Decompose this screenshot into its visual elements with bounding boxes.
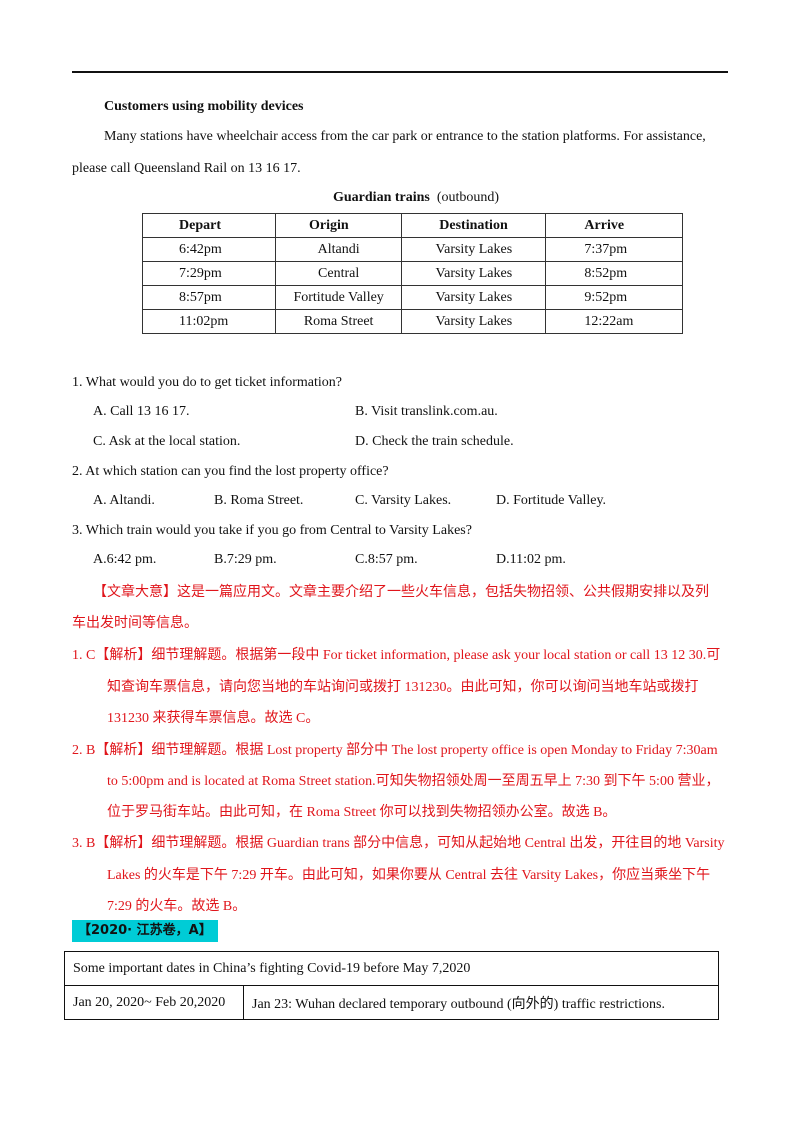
cell-arrive: 9:52pm bbox=[545, 285, 683, 310]
cell-origin: Roma Street bbox=[274, 309, 403, 334]
table-row: Some important dates in China’s fighting… bbox=[64, 951, 719, 986]
answer-1-line-2: 知查询车票信息，请向您当地的车站询问或拨打 131230。由此可知，你可以询问当… bbox=[107, 680, 699, 695]
answer-3-line-1: 3. B【解析】细节理解题。根据 Guardian trans 部分中信息，可知… bbox=[72, 836, 725, 851]
cell-arrive: 8:52pm bbox=[545, 261, 683, 286]
table-header-row: Depart Origin Destination Arrive bbox=[142, 213, 683, 238]
covid-date-range: Jan 20, 2020~ Feb 20,2020 bbox=[64, 985, 244, 1020]
question-1-option-a: A. Call 13 16 17. bbox=[93, 404, 190, 419]
covid-dates-table: Some important dates in China’s fighting… bbox=[64, 951, 719, 1020]
cell-destination: Varsity Lakes bbox=[401, 309, 547, 334]
question-2-option-d: D. Fortitude Valley. bbox=[496, 493, 607, 508]
answer-1-line-1: 1. C【解析】细节理解题。根据第一段中 For ticket informat… bbox=[72, 648, 721, 663]
question-3-option-b: B.7:29 pm. bbox=[214, 552, 277, 567]
table-row: 7:29pm Central Varsity Lakes 8:52pm bbox=[142, 261, 683, 286]
cell-arrive: 7:37pm bbox=[545, 237, 683, 262]
question-3-option-a: A.6:42 pm. bbox=[93, 552, 157, 567]
table-title-main: Guardian trains bbox=[333, 190, 430, 205]
cell-destination: Varsity Lakes bbox=[401, 261, 547, 286]
cell-depart: 6:42pm bbox=[142, 237, 276, 262]
table-row: Jan 20, 2020~ Feb 20,2020 Jan 23: Wuhan … bbox=[64, 985, 719, 1020]
question-1-option-d: D. Check the train schedule. bbox=[355, 434, 514, 449]
answer-2-line-3: 位于罗马街车站。由此可知，在 Roma Street 你可以找到失物招领办公室。… bbox=[107, 805, 617, 820]
question-3-option-c: C.8:57 pm. bbox=[355, 552, 418, 567]
answer-3-line-2: Lakes 的火车是下午 7:29 开车。由此可知，如果你要从 Central … bbox=[107, 868, 711, 883]
cell-origin: Central bbox=[274, 261, 403, 286]
question-2-option-b: B. Roma Street. bbox=[214, 493, 304, 508]
question-2-option-a: A. Altandi. bbox=[93, 493, 155, 508]
question-1-stem: 1. What would you do to get ticket infor… bbox=[72, 375, 342, 390]
cell-arrive: 12:22am bbox=[545, 309, 683, 334]
answer-3-line-3: 7:29 的火车。故选 B。 bbox=[107, 899, 247, 914]
answer-2-line-2: to 5:00pm and is located at Roma Street … bbox=[107, 774, 720, 789]
table-row: 6:42pm Altandi Varsity Lakes 7:37pm bbox=[142, 237, 683, 262]
header-destination: Destination bbox=[401, 213, 547, 238]
table-title-suffix: (outbound) bbox=[436, 190, 500, 205]
covid-table-title: Some important dates in China’s fighting… bbox=[64, 951, 719, 986]
cell-depart: 11:02pm bbox=[142, 309, 276, 334]
cell-destination: Varsity Lakes bbox=[401, 285, 547, 310]
summary-line-1: 【文章大意】这是一篇应用文。文章主要介绍了一些火车信息，包括失物招领、公共假期安… bbox=[93, 585, 709, 600]
cell-destination: Varsity Lakes bbox=[401, 237, 547, 262]
table-title: Guardian trains (outbound) bbox=[333, 190, 499, 206]
question-3-stem: 3. Which train would you take if you go … bbox=[72, 523, 472, 538]
cell-depart: 7:29pm bbox=[142, 261, 276, 286]
question-1-option-b: B. Visit translink.com.au. bbox=[355, 404, 498, 419]
answer-1-line-3: 131230 来获得车票信息。故选 C。 bbox=[107, 711, 320, 726]
top-rule bbox=[72, 71, 728, 73]
question-2-stem: 2. At which station can you find the los… bbox=[72, 464, 389, 479]
covid-event: Jan 23: Wuhan declared temporary outboun… bbox=[243, 985, 719, 1020]
answer-2-line-1: 2. B【解析】细节理解题。根据 Lost property 部分中 The l… bbox=[72, 743, 718, 758]
summary-line-2: 车出发时间等信息。 bbox=[72, 616, 198, 631]
paragraph-line-2: please call Queensland Rail on 13 16 17. bbox=[72, 161, 301, 176]
table-row: 8:57pm Fortitude Valley Varsity Lakes 9:… bbox=[142, 285, 683, 310]
header-arrive: Arrive bbox=[545, 213, 683, 238]
header-origin: Origin bbox=[274, 213, 403, 238]
header-depart: Depart bbox=[142, 213, 276, 238]
cell-origin: Altandi bbox=[274, 237, 403, 262]
cell-origin: Fortitude Valley bbox=[274, 285, 403, 310]
table-row: 11:02pm Roma Street Varsity Lakes 12:22a… bbox=[142, 309, 683, 334]
section-heading: Customers using mobility devices bbox=[104, 99, 304, 114]
paragraph-line-1: Many stations have wheelchair access fro… bbox=[104, 129, 706, 144]
trains-table: Depart Origin Destination Arrive 6:42pm … bbox=[142, 213, 683, 334]
cell-depart: 8:57pm bbox=[142, 285, 276, 310]
question-3-option-d: D.11:02 pm. bbox=[496, 552, 566, 567]
source-tag: 【2020· 江苏卷，A】 bbox=[72, 920, 218, 942]
question-2-option-c: C. Varsity Lakes. bbox=[355, 493, 452, 508]
question-1-option-c: C. Ask at the local station. bbox=[93, 434, 241, 449]
